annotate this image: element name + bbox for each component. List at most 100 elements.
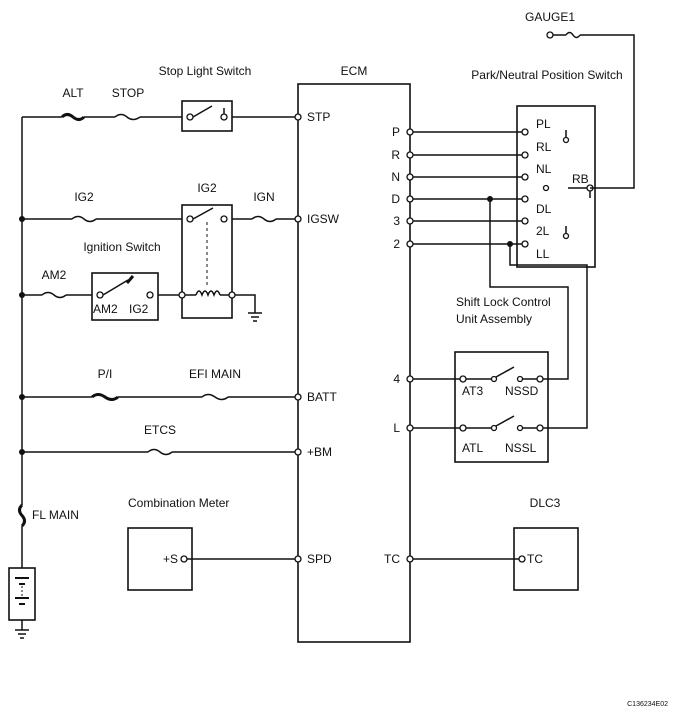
pnp-2l-terminal	[521, 217, 529, 225]
stop-light-switch-label: Stop Light Switch	[159, 64, 252, 78]
pnp-terminal-rl: RL	[536, 140, 552, 154]
pnp-nl-terminal	[521, 173, 529, 181]
ecm-title: ECM	[341, 64, 368, 78]
ecm-pin-stp: STP	[307, 110, 330, 124]
pi-fuse-icon	[91, 393, 119, 401]
ignition-switch-box	[91, 272, 159, 321]
fuse-label-pi: P/I	[98, 367, 113, 381]
combination-meter-label: Combination Meter	[128, 496, 229, 510]
fuse-label-efi-main: EFI MAIN	[189, 367, 241, 381]
relay-contact-terminal-2	[220, 215, 228, 223]
relay-label-ig2: IG2	[197, 181, 217, 195]
relay-contact-terminal-1	[186, 215, 194, 223]
fuse-label-fl-main: FL MAIN	[32, 508, 79, 522]
pnp-switch-box	[516, 105, 596, 268]
fuse-label-alt: ALT	[62, 86, 84, 100]
ecm-box	[297, 83, 411, 643]
meter-terminal-s: +S	[163, 552, 178, 566]
bus-junction-bm	[19, 449, 25, 455]
ecm-pin-d: D	[391, 192, 400, 206]
shift-lock-label-line1: Shift Lock Control	[456, 295, 551, 309]
ecm-pin-l-dot	[406, 424, 414, 432]
fuse-label-ig2: IG2	[74, 190, 94, 204]
gauge-label: GAUGE1	[525, 10, 575, 24]
bus-junction-am2	[19, 292, 25, 298]
ecm-pin-r: R	[391, 148, 400, 162]
battery-icon	[15, 577, 29, 605]
shift-lock-upper-contact-a	[490, 375, 498, 383]
bus-junction-ig2	[19, 216, 25, 222]
ecm-pin-batt: BATT	[307, 390, 337, 404]
relay-coil-terminal-1	[178, 291, 186, 299]
ign-switch-terminal-1	[96, 291, 104, 299]
stop-switch-terminal-1	[186, 113, 194, 121]
ecm-pin-p: P	[392, 125, 400, 139]
gauge-wire	[550, 34, 635, 189]
am2-fuse-icon	[41, 291, 67, 299]
pnp-dl-terminal	[521, 195, 529, 203]
shift-lock-lower-contact-a	[490, 424, 498, 432]
dlc3-terminal-tc: TC	[527, 552, 543, 566]
battery-ground-icon	[15, 620, 29, 639]
ign-switch-terminal-2	[146, 291, 154, 299]
gauge-fuse-icon	[565, 31, 581, 39]
ig2-relay-box	[181, 204, 233, 319]
ecm-pin-2-dot	[406, 240, 414, 248]
ecm-pin-3: 3	[393, 214, 400, 228]
ecm-pin-n: N	[391, 170, 400, 184]
ecm-pin-n-dot	[406, 173, 414, 181]
fuse-label-etcs: ETCS	[144, 423, 176, 437]
relay-coil-icon	[195, 290, 221, 298]
ground-icon	[248, 312, 262, 322]
alt-fuse-icon	[60, 113, 86, 121]
ecm-pin-d-dot	[406, 195, 414, 203]
shift-lock-internal-wire	[466, 366, 537, 429]
ecm-pin-p-dot	[406, 128, 414, 136]
stop-switch-contact	[192, 105, 225, 118]
shift-lock-unit-box	[454, 351, 549, 463]
ign-switch-terminal-ig2: IG2	[129, 302, 149, 316]
etcs-fuse-icon	[147, 448, 173, 456]
ecm-pin-3-dot	[406, 217, 414, 225]
ig2-fuse-icon	[71, 215, 97, 223]
pnp-terminal-2l: 2L	[536, 224, 550, 238]
pnp-pl-terminal	[521, 128, 529, 136]
ign-switch-key-icon	[125, 275, 135, 284]
ecm-pin-spd-dot	[294, 555, 302, 563]
ignition-switch-label: Ignition Switch	[83, 240, 160, 254]
ign-switch-contact	[102, 279, 129, 296]
dlc3-label: DLC3	[530, 496, 561, 510]
ecm-pin-2: 2	[393, 237, 400, 251]
shift-lock-l-return	[509, 244, 588, 429]
bus-junction-batt	[19, 394, 25, 400]
pnp-contact-upper	[562, 136, 570, 144]
ecm-pin-stp-dot	[294, 113, 302, 121]
pnp-terminal-rb: RB	[572, 172, 589, 186]
fuse-label-ign: IGN	[253, 190, 274, 204]
ecm-pin-spd: SPD	[307, 552, 332, 566]
pnp-contact-lower	[562, 232, 570, 240]
relay-contact	[192, 207, 214, 220]
figure-code: C136234E02	[627, 701, 668, 708]
ecm-pin-batt-dot	[294, 393, 302, 401]
relay-coil-terminal-2	[228, 291, 236, 299]
shift-lock-terminal-nssl: NSSL	[505, 441, 537, 455]
shift-lock-nssl-terminal	[536, 424, 544, 432]
ecm-pin-igsw-dot	[294, 215, 302, 223]
fuse-label-stop: STOP	[112, 86, 144, 100]
stop-switch-terminal-2	[220, 113, 228, 121]
ecm-pin-4: 4	[393, 372, 400, 386]
ecm-pin-4-dot	[406, 375, 414, 383]
ecm-pin-igsw: IGSW	[307, 212, 340, 226]
shift-lock-at3-terminal	[459, 375, 467, 383]
efi-main-fuse-icon	[201, 393, 229, 401]
dlc3-terminal-dot	[518, 555, 526, 563]
shift-lock-terminal-nssd: NSSD	[505, 384, 539, 398]
pnp-rl-terminal	[521, 151, 529, 159]
gauge-terminal-dot	[546, 31, 554, 39]
ecm-pin-tc: TC	[384, 552, 400, 566]
ecm-pin-bm: +BM	[307, 445, 332, 459]
shift-lock-terminal-at3: AT3	[462, 384, 483, 398]
ecm-pin-bm-dot	[294, 448, 302, 456]
